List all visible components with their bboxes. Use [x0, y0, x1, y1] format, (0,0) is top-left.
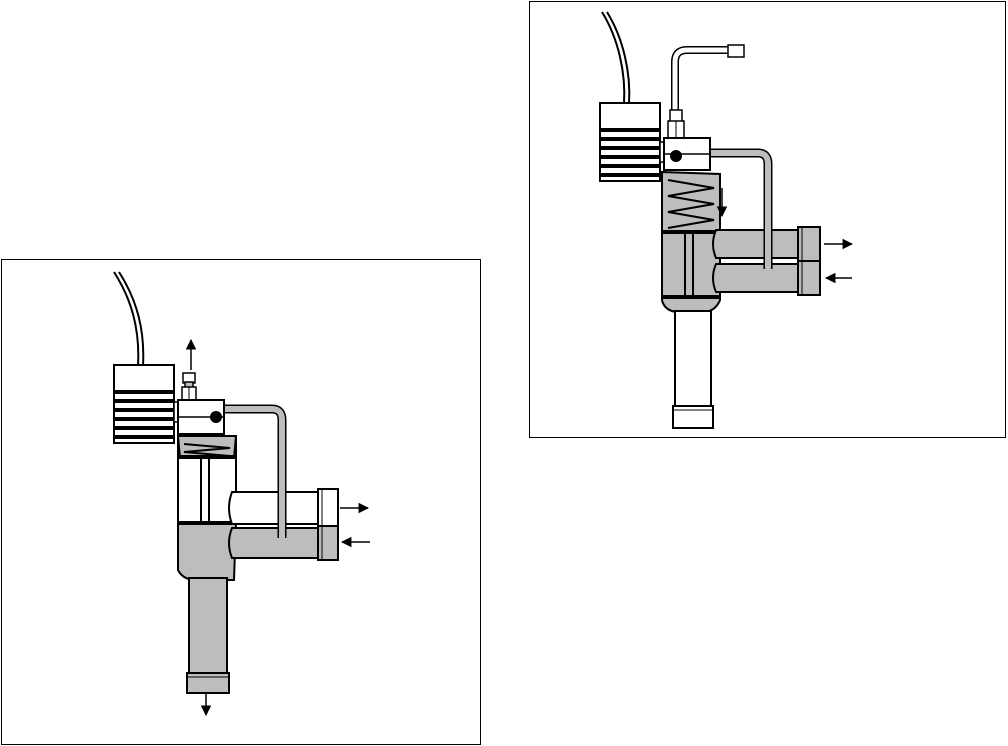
pilot-stem-icon: [182, 373, 196, 401]
bottom-pipe-icon: [673, 311, 713, 428]
sensing-line-icon: [675, 45, 744, 114]
coil-cable-icon: [114, 272, 143, 366]
valve-diagram-panel-closed: [529, 1, 1006, 438]
valve-diagram-open-svg: [2, 260, 482, 746]
valve-diagram-panel-open: [1, 259, 481, 745]
coil-cable-icon: [602, 12, 629, 104]
bottom-pipe-icon: [187, 578, 229, 693]
pilot-stem-icon: [668, 110, 684, 139]
solenoid-coil-icon: [600, 103, 666, 181]
pilot-valve-icon: [664, 138, 710, 170]
solenoid-coil-icon: [114, 365, 180, 443]
pilot-valve-icon: [178, 400, 224, 434]
valve-diagram-closed-svg: [530, 2, 1007, 439]
